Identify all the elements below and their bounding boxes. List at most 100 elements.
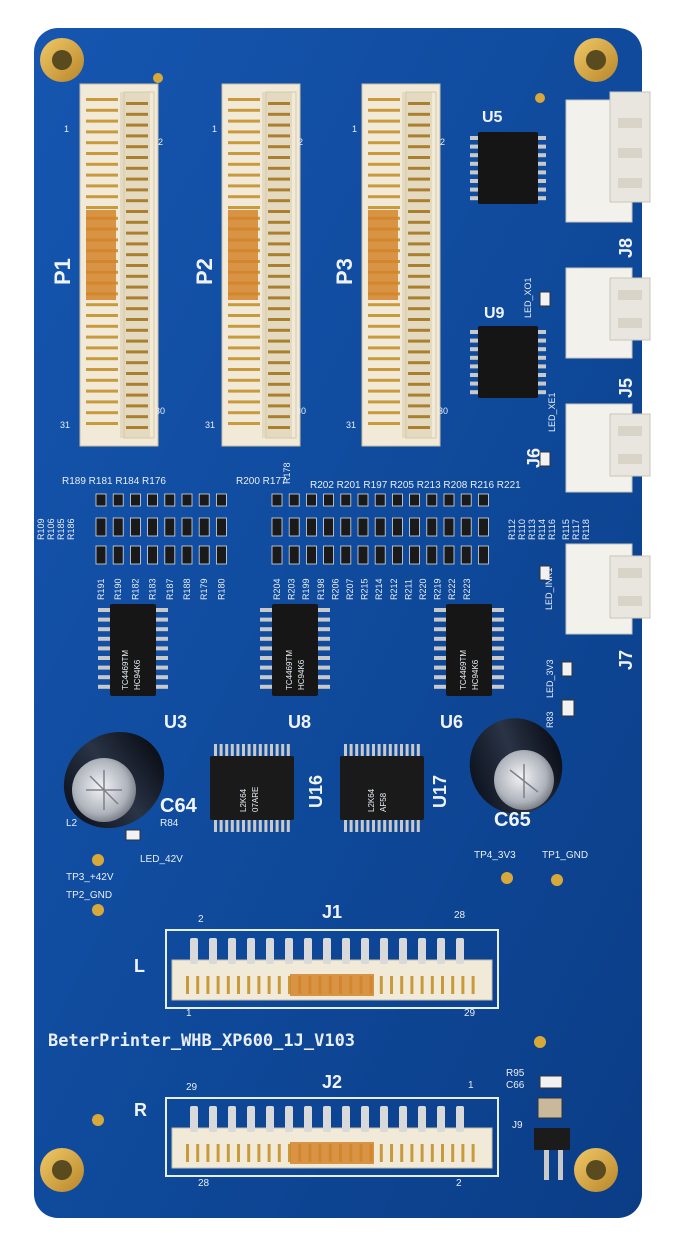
p2-connector bbox=[221, 83, 301, 447]
p3-pin30: 30 bbox=[438, 406, 448, 416]
j5-label: J5 bbox=[616, 378, 636, 398]
j2-side-label: R bbox=[134, 1100, 147, 1120]
j2-pin29: 29 bbox=[186, 1082, 198, 1093]
resistor-label: R115 bbox=[561, 519, 571, 540]
u3-marking-2: HC94K6 bbox=[133, 659, 142, 690]
status-leds bbox=[125, 291, 575, 841]
capacitor-c65 bbox=[469, 718, 563, 814]
j2-pin2: 2 bbox=[456, 1178, 462, 1189]
resistor-label: R109 bbox=[36, 518, 46, 540]
j1-side-label: L bbox=[134, 956, 145, 976]
led-ink1-label: LED_INK1 bbox=[544, 567, 554, 610]
p2-pin30: 30 bbox=[296, 406, 306, 416]
p3-pin2: 2 bbox=[440, 137, 445, 147]
j1-pin28: 28 bbox=[454, 910, 466, 921]
u17-marking-1: L2K64 bbox=[367, 788, 376, 812]
resistor-label: R198 bbox=[316, 578, 326, 600]
resistor-label: R185 bbox=[56, 518, 66, 540]
u9-label: U9 bbox=[484, 305, 505, 322]
resistor-label: R212 bbox=[389, 578, 399, 600]
resistor-label: R220 bbox=[418, 578, 428, 600]
u17-chip bbox=[340, 744, 424, 832]
jst-connectors bbox=[565, 91, 651, 635]
j2-pin28: 28 bbox=[198, 1178, 210, 1189]
p3-connector bbox=[361, 83, 441, 447]
j1-label: J1 bbox=[322, 902, 342, 922]
u6-label: U6 bbox=[440, 712, 463, 732]
flat-cable-connectors bbox=[79, 83, 441, 447]
resistor-label: R187 bbox=[165, 578, 175, 600]
u6-chip bbox=[434, 604, 504, 696]
resistor-label: R106 bbox=[46, 518, 56, 540]
resistor-label: R110 bbox=[517, 519, 527, 540]
p2-pin1: 1 bbox=[212, 124, 217, 134]
capacitor-c64 bbox=[63, 731, 165, 829]
resistor-label: R203 bbox=[287, 578, 297, 600]
driver-chips bbox=[98, 604, 504, 696]
r84-label: R84 bbox=[160, 818, 179, 829]
u16-marking-2: 07ARE bbox=[251, 787, 260, 812]
p1-pin2: 2 bbox=[158, 137, 163, 147]
resistor-label: R214 bbox=[374, 578, 384, 600]
u8-label: U8 bbox=[288, 712, 311, 732]
u6-marking-1: TC4469TM bbox=[459, 650, 468, 690]
u8-marking-2: HC94K6 bbox=[297, 659, 306, 690]
resistor-label: R191 bbox=[96, 578, 106, 600]
u16-label: U16 bbox=[306, 775, 326, 808]
tp2-label: TP2_GND bbox=[66, 890, 112, 901]
p1-label: P1 bbox=[50, 258, 75, 285]
u17-label: U17 bbox=[430, 775, 450, 808]
c65-label: C65 bbox=[494, 809, 531, 831]
resistor-label: R223 bbox=[462, 578, 472, 600]
j2-label: J2 bbox=[322, 1072, 342, 1092]
res-label-r178: R178 bbox=[282, 462, 292, 484]
j9-header bbox=[534, 1075, 570, 1180]
u5-label: U5 bbox=[482, 109, 503, 126]
j1-pin2: 2 bbox=[198, 914, 204, 925]
resistor-label: R215 bbox=[360, 578, 370, 600]
resistor-label: R222 bbox=[447, 578, 457, 600]
resistor-label: R112 bbox=[507, 519, 517, 540]
u17-marking-2: AF58 bbox=[379, 792, 388, 812]
resistor-label: R118 bbox=[581, 519, 591, 540]
resistor-label: R182 bbox=[130, 578, 140, 600]
j9-label: J9 bbox=[512, 1120, 523, 1131]
c64-label: C64 bbox=[160, 795, 198, 817]
p2-label: P2 bbox=[192, 258, 217, 285]
tssop-chips bbox=[210, 744, 424, 832]
j1-pin29: 29 bbox=[464, 1008, 476, 1019]
j1-pin1: 1 bbox=[186, 1008, 192, 1019]
resistor-label: R204 bbox=[272, 578, 282, 600]
res-label-top-left: R189 R181 R184 R176 bbox=[62, 476, 166, 487]
j2-connector bbox=[165, 1097, 499, 1177]
p2-pin31: 31 bbox=[205, 420, 215, 430]
tp4-label: TP4_3V3 bbox=[474, 850, 516, 861]
resistor-label: R206 bbox=[330, 578, 340, 600]
u3-chip bbox=[98, 604, 168, 696]
resistor-label: R219 bbox=[433, 578, 443, 600]
p1-pin1: 1 bbox=[64, 124, 69, 134]
tp1-label: TP1_GND bbox=[542, 850, 588, 861]
u16-chip bbox=[210, 744, 294, 832]
resistor-label: R116 bbox=[547, 519, 557, 540]
bottom-connectors bbox=[165, 929, 499, 1177]
vias bbox=[92, 73, 563, 1126]
p1-pin31: 31 bbox=[60, 420, 70, 430]
j7-label: J7 bbox=[616, 650, 636, 670]
j6-label: J6 bbox=[524, 448, 544, 468]
resistor-label: R207 bbox=[345, 578, 355, 600]
led-3v3-label: LED_3V3 bbox=[545, 659, 555, 698]
l2-label: L2 bbox=[66, 818, 78, 829]
resistor-label: R179 bbox=[199, 578, 209, 600]
res-label-top-mid: R200 R177 bbox=[236, 476, 287, 487]
tp3-label: TP3_+42V bbox=[66, 872, 114, 883]
j8-label: J8 bbox=[616, 238, 636, 258]
resistor-label: R186 bbox=[66, 518, 76, 540]
p1-pin30: 30 bbox=[155, 406, 165, 416]
u8-marking-1: TC4469TM bbox=[285, 650, 294, 690]
p3-pin31: 31 bbox=[346, 420, 356, 430]
